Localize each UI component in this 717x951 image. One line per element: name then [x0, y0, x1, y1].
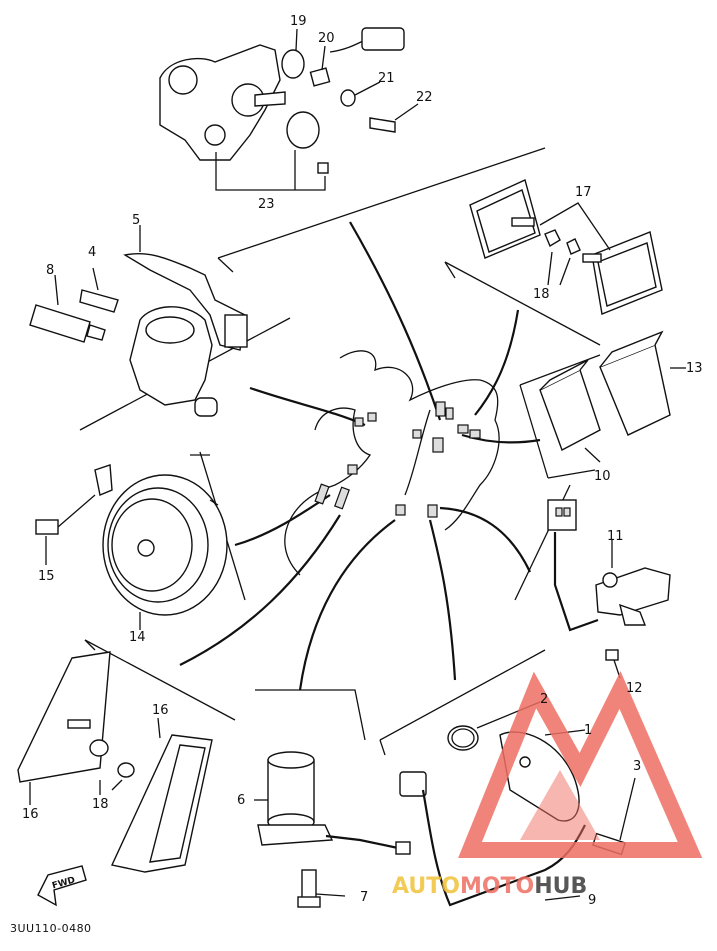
watermark-auto: AUTO: [392, 874, 460, 899]
part-label: 6: [237, 793, 245, 808]
part-label: 4: [88, 245, 96, 260]
part-label: 7: [360, 890, 368, 905]
part-labels: 1 2 3 4 5 6 7 8 9 10 11 12 13 14 15 16 1…: [22, 14, 703, 908]
part-label: 1: [584, 723, 592, 738]
sensor-group-left: [29, 225, 248, 417]
part-label: 20: [318, 31, 335, 46]
fwd-arrow: FWD: [37, 865, 87, 907]
part-label: 9: [588, 893, 596, 908]
part-label: 5: [132, 213, 140, 228]
part-label: 2: [540, 692, 548, 707]
horn: [35, 464, 228, 630]
part-label: 13: [686, 361, 703, 376]
part-label: 18: [533, 287, 550, 302]
reflector-assembly-top-right: [469, 179, 663, 315]
sensor-bottom: [254, 751, 411, 908]
watermark-moto: MOTO: [460, 874, 534, 899]
wiring-harness: [179, 221, 541, 691]
watermark-logo: AUTOMOTOHUB: [392, 671, 703, 899]
part-label: 3: [633, 759, 641, 774]
diagram-code: 3UU110-0480: [10, 922, 92, 935]
part-label: 14: [129, 630, 146, 645]
part-label: 19: [290, 14, 307, 29]
part-label: 16: [152, 703, 169, 718]
part-label: 22: [416, 90, 433, 105]
part-label: 8: [46, 263, 54, 278]
relay-units-right: [539, 330, 686, 463]
leader-lines: [295, 28, 419, 121]
switch-lead-right: [547, 499, 671, 679]
part-label: 10: [594, 469, 611, 484]
part-label: 15: [38, 569, 55, 584]
switch-assembly-top: [159, 27, 405, 191]
watermark-hub: HUB: [534, 874, 587, 899]
svg-text:AUTOMOTOHUB: AUTOMOTOHUB: [392, 874, 587, 899]
part-label: 16: [22, 807, 39, 822]
side-reflectors: [17, 651, 213, 873]
part-label: 21: [378, 71, 395, 86]
part-label: 17: [575, 185, 592, 200]
part-label: 12: [626, 681, 643, 696]
part-label: 23: [258, 197, 275, 212]
part-label: 18: [92, 797, 109, 812]
part-label: 11: [607, 529, 624, 544]
